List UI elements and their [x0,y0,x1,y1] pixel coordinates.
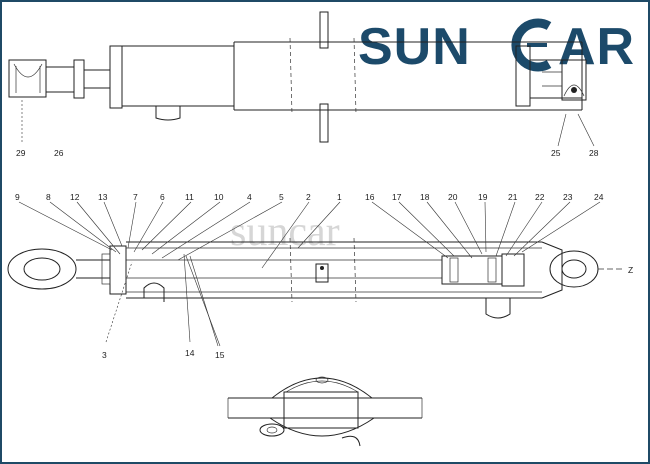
suncar-logo: SUN AR [358,18,635,76]
label-26: 26 [54,148,64,158]
label-2: 2 [306,192,311,202]
label-19: 19 [478,192,488,202]
top-view-cylinder: 29 26 25 28 [8,11,599,158]
axis-label: Z [628,265,633,275]
label-25: 25 [551,148,561,158]
label-16: 16 [365,192,375,202]
label-17: 17 [392,192,402,202]
label-18: 18 [420,192,430,202]
label-4: 4 [247,192,252,202]
logo-text-left: SUN [358,18,471,76]
section-view-cylinder: Z [7,192,633,360]
label-12: 12 [70,192,80,202]
upper-leaders [18,201,601,269]
label-8: 8 [46,192,51,202]
label-7: 7 [133,192,138,202]
label-21: 21 [508,192,518,202]
label-29: 29 [16,148,26,158]
label-11: 11 [185,192,194,202]
label-28: 28 [589,148,599,158]
label-9: 9 [15,192,20,202]
watermark: suncar [230,209,340,255]
label-22: 22 [535,192,545,202]
label-6: 6 [160,192,165,202]
label-3: 3 [102,350,107,360]
label-5: 5 [279,192,284,202]
label-20: 20 [448,192,458,202]
logo-c-emblem [511,18,552,72]
label-15: 15 [215,350,225,360]
label-14: 14 [185,348,195,358]
trunnion-detail-view [227,376,423,447]
label-1: 1 [337,192,342,202]
label-13: 13 [98,192,108,202]
label-24: 24 [594,192,604,202]
label-10: 10 [214,192,224,202]
logo-text-right: AR [558,18,635,76]
label-23: 23 [563,192,573,202]
